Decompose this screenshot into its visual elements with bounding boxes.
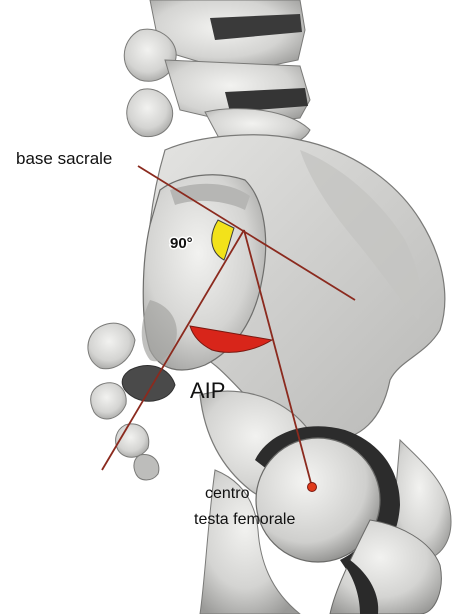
label-base-sacrale: base sacrale — [16, 149, 112, 168]
label-angle-90: 90° — [170, 235, 193, 252]
label-testa-femorale: testa femorale — [194, 511, 295, 528]
label-centro: centro — [205, 485, 250, 502]
femoral-head-center-dot — [308, 483, 317, 492]
label-aip: AIP — [190, 378, 225, 403]
